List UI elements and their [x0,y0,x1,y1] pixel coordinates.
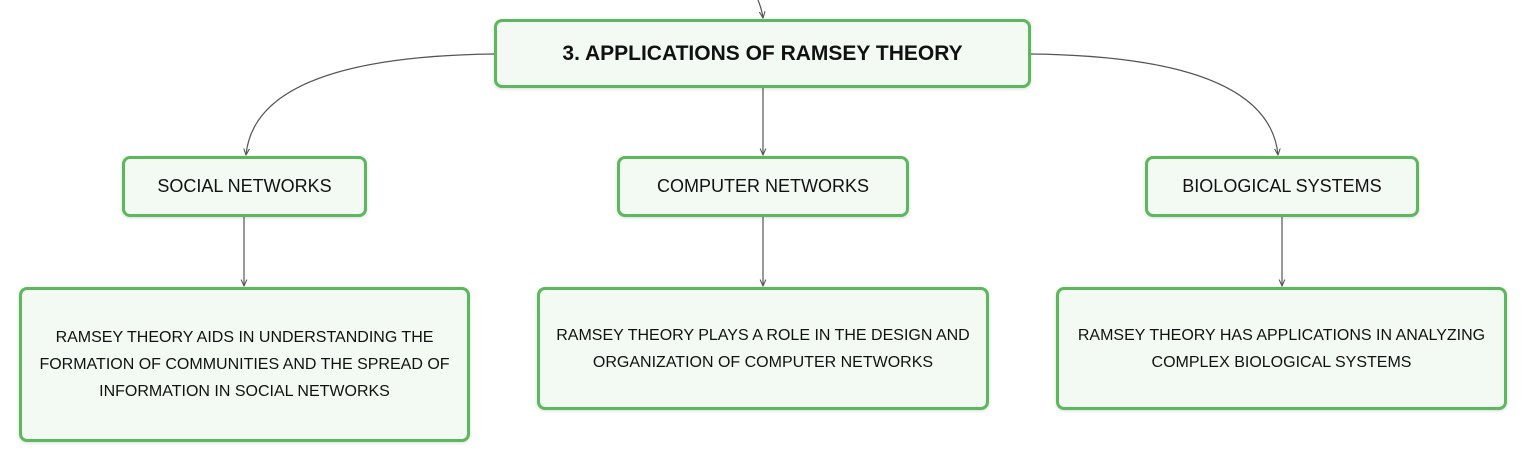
detail-node-social-networks[interactable]: RAMSEY THEORY AIDS IN UNDERSTANDING THE … [19,287,470,442]
branch-label: COMPUTER NETWORKS [656,176,869,196]
detail-text: RAMSEY THEORY AIDS IN UNDERSTANDING THE … [39,329,450,400]
detail-node-biological-systems[interactable]: RAMSEY THEORY HAS APPLICATIONS IN ANALYZ… [1056,287,1507,410]
branch-node-social-networks[interactable]: SOCIAL NETWORKS [122,156,367,217]
connector-root-to-social [246,53,495,155]
detail-node-computer-networks[interactable]: RAMSEY THEORY PLAYS A ROLE IN THE DESIGN… [537,287,989,410]
root-label: 3. APPLICATIONS OF RAMSEY THEORY [562,41,963,65]
branch-node-biological-systems[interactable]: BIOLOGICAL SYSTEMS [1145,156,1419,217]
branch-node-computer-networks[interactable]: COMPUTER NETWORKS [617,156,909,217]
detail-text: RAMSEY THEORY PLAYS A ROLE IN THE DESIGN… [556,326,970,371]
detail-text: RAMSEY THEORY HAS APPLICATIONS IN ANALYZ… [1077,326,1486,371]
branch-label: BIOLOGICAL SYSTEMS [1182,176,1382,196]
branch-label: SOCIAL NETWORKS [157,176,332,196]
connector-root-to-bio [1030,53,1278,155]
root-node[interactable]: 3. APPLICATIONS OF RAMSEY THEORY [494,19,1031,88]
incoming-connector [757,0,763,18]
